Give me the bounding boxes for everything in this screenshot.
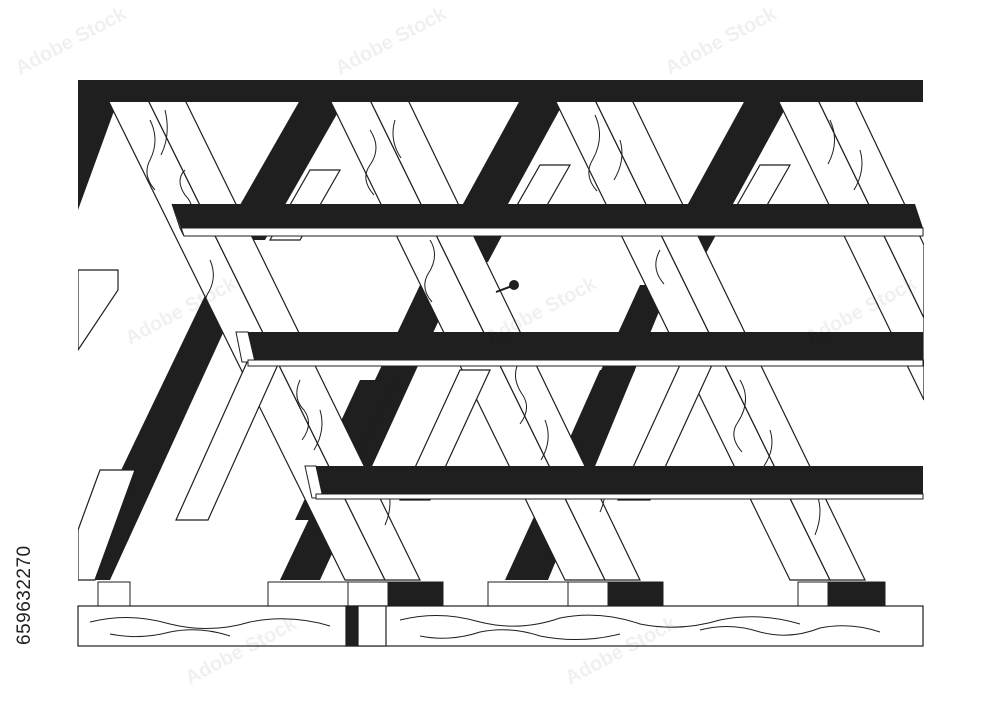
back-brace-1 [78, 100, 118, 210]
nail [495, 280, 519, 293]
strut-1 [78, 269, 119, 352]
rafter-4 [777, 100, 924, 401]
strut-2 [78, 469, 136, 581]
horizontal-battens [78, 80, 924, 500]
wood-grain [146, 109, 863, 536]
batten-3 [304, 465, 924, 500]
batten-1 [171, 203, 924, 237]
batten-2 [235, 331, 924, 367]
top-plate [78, 80, 923, 102]
bottom-blocks [97, 581, 886, 607]
bottom-plate [77, 605, 924, 647]
stock-id: 659632270 [14, 545, 35, 645]
